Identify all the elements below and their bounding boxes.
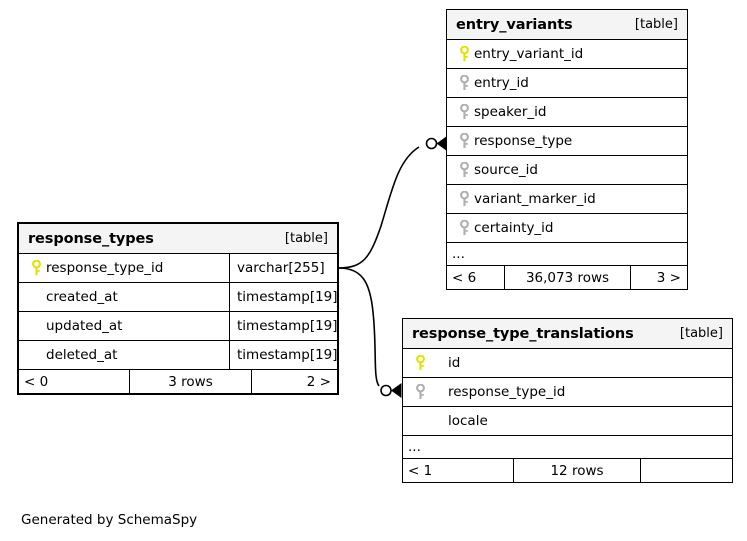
column-name-cell: response_type [447,127,687,155]
column-label: id [448,355,461,371]
edge-response_types-to-entry_variants [338,136,447,269]
child-count[interactable]: 3 > [656,269,681,286]
column-type-cell: varchar[255] [229,254,337,282]
table-footer-entry_variants: < 6 36,073 rows 3 > [447,266,687,289]
column-type-cell: timestamp[19] [229,283,338,311]
table-title: response_type_translations [412,325,634,342]
column-name-cell: locale [403,407,732,435]
column-name-cell: response_type_id [19,254,229,282]
primary-key-icon [410,349,430,377]
foreign-key-icon [454,98,474,126]
column-label: certainty_id [474,220,554,236]
row-count: 36,073 rows [504,266,631,289]
table-kind-label: [table] [634,17,678,32]
column-type-label: timestamp[19] [237,289,338,305]
foreign-key-icon [454,214,474,242]
column-name-cell: updated_at [19,312,229,340]
row-count: 12 rows [513,459,641,482]
column-label: created_at [46,289,118,305]
column-name-cell: certainty_id [447,214,687,242]
more-columns-indicator: ... [447,243,687,266]
column-name-cell: created_at [19,283,229,311]
column-row-source_id[interactable]: source_id [447,156,687,185]
column-row-created_at[interactable]: created_at timestamp[19] [19,283,338,312]
column-row-response_type_id[interactable]: response_type_id varchar[255] [19,254,337,283]
table-header-response_types: response_types [table] [19,224,337,254]
table-response_types[interactable]: response_types [table] response_type_id … [17,222,339,395]
column-row-speaker_id[interactable]: speaker_id [447,98,687,127]
table-kind-label: [table] [284,231,328,246]
table-footer-response_types: < 0 3 rows 2 > [19,370,337,393]
column-type-label: timestamp[19] [237,347,338,363]
table-header-response_type_translations: response_type_translations [table] [403,319,732,349]
parent-count[interactable]: < 6 [452,269,477,286]
no-key-spacer [26,312,46,340]
column-label: deleted_at [46,347,118,363]
parent-count[interactable]: < 0 [24,373,49,390]
column-type-label: varchar[255] [237,260,325,276]
column-row-variant_marker_id[interactable]: variant_marker_id [447,185,687,214]
edge-response_types-to-response_type_translations [338,267,402,398]
more-columns-indicator: ... [403,436,732,459]
column-name-cell: deleted_at [19,341,229,369]
column-name-cell: variant_marker_id [447,185,687,213]
table-kind-label: [table] [679,326,723,341]
no-key-spacer [26,341,46,369]
foreign-key-icon [454,156,474,184]
foreign-key-icon [454,69,474,97]
column-row-updated_at[interactable]: updated_at timestamp[19] [19,312,338,341]
column-label: locale [448,413,488,429]
column-row-id[interactable]: id [403,349,732,378]
column-label: response_type_id [448,384,566,400]
column-name-cell: speaker_id [447,98,687,126]
column-type-label: timestamp[19] [237,318,338,334]
column-label: response_type_id [46,260,164,276]
column-name-cell: entry_id [447,69,687,97]
table-title: entry_variants [456,16,573,33]
column-row-entry_id[interactable]: entry_id [447,69,687,98]
column-label: variant_marker_id [474,191,596,207]
column-label: response_type [474,133,573,149]
column-row-deleted_at[interactable]: deleted_at timestamp[19] [19,341,338,370]
column-name-cell: entry_variant_id [447,40,687,68]
table-footer-response_type_translations: < 1 12 rows [403,459,732,482]
column-type-cell: timestamp[19] [229,341,338,369]
child-count[interactable] [641,459,732,482]
column-row-locale[interactable]: locale [403,407,732,436]
column-type-cell: timestamp[19] [229,312,338,340]
table-response_type_translations[interactable]: response_type_translations [table] id re… [402,318,733,483]
diagram-caption: Generated by SchemaSpy [21,512,198,528]
no-key-spacer [26,283,46,311]
column-name-cell: source_id [447,156,687,184]
column-name-cell: id [403,349,732,377]
child-count[interactable]: 2 > [306,373,331,390]
foreign-key-icon [454,127,474,155]
foreign-key-icon [454,185,474,213]
row-count: 3 rows [129,370,252,393]
column-row-entry_variant_id[interactable]: entry_variant_id [447,40,687,69]
column-name-cell: response_type_id [403,378,732,406]
table-title: response_types [28,230,154,247]
column-row-certainty_id[interactable]: certainty_id [447,214,687,243]
no-key-spacer [410,407,430,435]
column-label: speaker_id [474,104,547,120]
parent-count[interactable]: < 1 [408,462,433,479]
column-label: source_id [474,162,538,178]
foreign-key-icon [410,378,430,406]
column-label: entry_variant_id [474,46,584,62]
column-row-response_type[interactable]: response_type [447,127,687,156]
primary-key-icon [454,40,474,68]
column-label: updated_at [46,318,123,334]
table-entry_variants[interactable]: entry_variants [table] entry_variant_id … [446,9,688,290]
column-row-response_type_id[interactable]: response_type_id [403,378,732,407]
column-label: entry_id [474,75,529,91]
table-header-entry_variants: entry_variants [table] [447,10,687,40]
primary-key-icon [26,254,46,282]
